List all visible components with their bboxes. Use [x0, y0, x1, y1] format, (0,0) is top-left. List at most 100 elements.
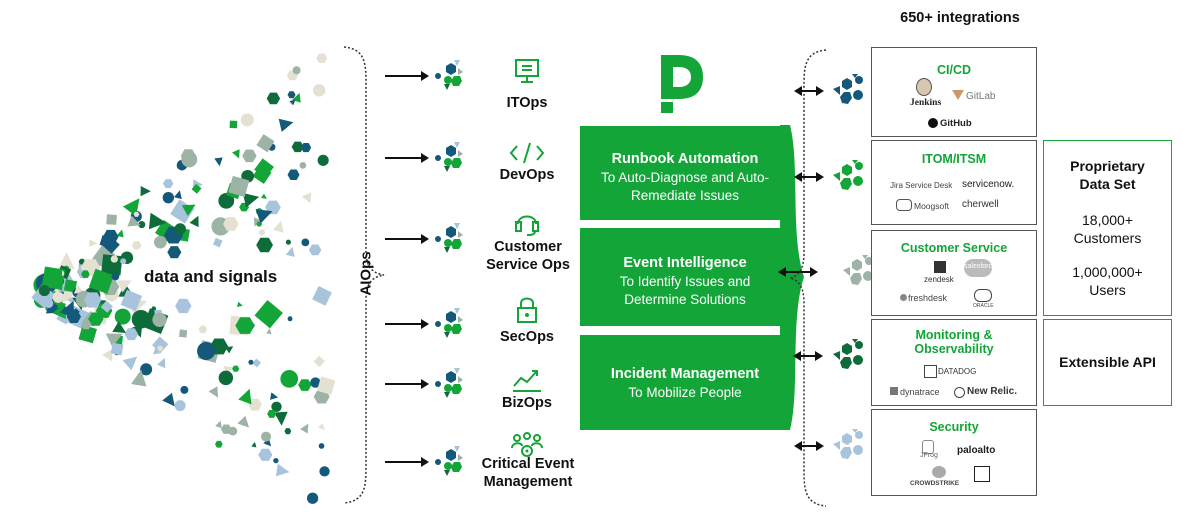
signal-shape	[180, 385, 189, 394]
incident-management-title: Incident Management	[610, 366, 760, 382]
signal-shape	[318, 443, 325, 449]
crowdstrike-logo: CROWDSTRIKE	[910, 480, 960, 487]
aiops-label: AIOps	[357, 251, 375, 296]
signal-shape	[163, 179, 174, 188]
signal-shape	[102, 349, 113, 362]
signal-shape	[270, 392, 279, 400]
signal-shape	[274, 411, 288, 426]
signal-shape	[273, 458, 279, 464]
ops-label-2: DevOps	[499, 167, 555, 183]
signal-shape	[140, 185, 151, 197]
code-icon	[509, 142, 545, 164]
signal-shape	[100, 300, 113, 313]
signal-shape	[265, 200, 281, 215]
signal-shape	[254, 299, 283, 329]
integration-arrow	[794, 172, 824, 182]
signal-shape	[291, 141, 304, 153]
signal-shape	[198, 325, 207, 334]
signal-shape	[220, 424, 232, 434]
jenkins-icon	[916, 78, 932, 96]
signal-shape	[251, 441, 257, 448]
signal-shape	[38, 285, 50, 297]
ops-label-5: BizOps	[502, 395, 552, 411]
signal-shape	[258, 229, 266, 236]
dynatrace-logo: dynatrace	[900, 387, 940, 397]
salesforce-logo: salesforce	[964, 263, 996, 270]
signal-shape	[52, 291, 64, 303]
signal-shape	[120, 289, 143, 312]
signal-shape	[213, 237, 223, 248]
signal-shape	[156, 357, 166, 369]
signal-shape	[289, 99, 296, 106]
zendesk-logo: zendesk	[924, 275, 954, 284]
cicd-title: CI/CD	[936, 63, 972, 77]
signal-shape	[191, 183, 202, 194]
signal-shape	[124, 328, 139, 341]
ops-label-3: Customer Service Ops	[486, 239, 570, 273]
freshdesk-logo: freshdesk	[908, 293, 948, 303]
signal-shape	[242, 149, 257, 163]
signals-shape-cloud	[31, 53, 336, 504]
event-intelligence-box: Event Intelligence To Identify Issues an…	[580, 228, 790, 326]
ops-cluster-icon	[435, 223, 463, 253]
signal-shape	[254, 158, 274, 179]
salesforce-icon	[964, 259, 992, 277]
oracle-icon	[974, 289, 992, 302]
signal-shape	[248, 359, 254, 365]
servicenow-logo: servicenow.	[962, 179, 1015, 190]
integration-cluster-icon	[833, 74, 863, 104]
incident-management-box: Incident Management To Mobilize People	[580, 335, 790, 430]
signal-shape	[232, 149, 240, 159]
itom-itsm-box: ITOM/ITSM Jira Service Desk servicenow. …	[871, 140, 1037, 225]
signal-shape	[180, 149, 196, 163]
signal-shape	[285, 239, 291, 245]
signal-shape	[153, 235, 167, 249]
signal-shape	[214, 157, 223, 167]
ops-label-1: ITOps	[506, 95, 548, 111]
headset-icon	[515, 215, 539, 236]
customer-service-box: Customer Service zendesk salesforce fres…	[871, 230, 1037, 316]
integration-arrow	[794, 86, 824, 96]
signal-shape	[278, 118, 294, 132]
integrations-brace	[790, 49, 827, 507]
signal-shape	[162, 191, 175, 204]
integration-cluster-icon	[833, 160, 863, 190]
signal-shape	[66, 310, 81, 323]
signal-shape	[242, 192, 260, 208]
signal-shape	[312, 286, 332, 306]
jfrog-logo: JFrog	[920, 452, 938, 459]
signal-shape	[292, 66, 301, 75]
signal-shape	[99, 235, 113, 248]
integrations-heading: 650+ integrations	[900, 10, 1020, 26]
event-intelligence-title: Event Intelligence	[623, 255, 747, 271]
signal-shape	[197, 341, 216, 361]
signal-shape	[116, 280, 132, 293]
integration-arrow	[793, 351, 823, 361]
ops-arrow	[385, 457, 429, 467]
signal-shape	[287, 316, 293, 322]
integration-cluster-icon	[833, 339, 863, 369]
signals-label: data and signals	[140, 265, 282, 289]
monitor-icon	[515, 59, 539, 83]
signal-shape	[313, 355, 326, 368]
signal-shape	[174, 400, 186, 412]
signal-shape	[110, 255, 118, 263]
datadog-logo: DATADOG	[938, 367, 977, 376]
signal-shape	[179, 329, 188, 338]
signal-shape	[81, 270, 90, 278]
signal-shape	[317, 154, 329, 166]
signal-shape	[110, 342, 124, 356]
signal-shape	[256, 134, 275, 153]
newrelic-logo: New Relic.	[967, 386, 1018, 397]
github-icon	[928, 118, 938, 128]
extensible-api-label: Extensible API	[1059, 354, 1156, 370]
signal-shape	[218, 192, 235, 209]
ops-cluster-icon	[435, 446, 463, 476]
signal-shape	[208, 386, 219, 398]
signal-shape	[280, 369, 299, 388]
integration-arrow	[778, 267, 818, 277]
signal-shape	[52, 302, 66, 320]
signal-shape	[319, 466, 330, 477]
signal-shape	[174, 223, 186, 235]
monitoring-title: Monitoring & Observability	[914, 328, 994, 356]
